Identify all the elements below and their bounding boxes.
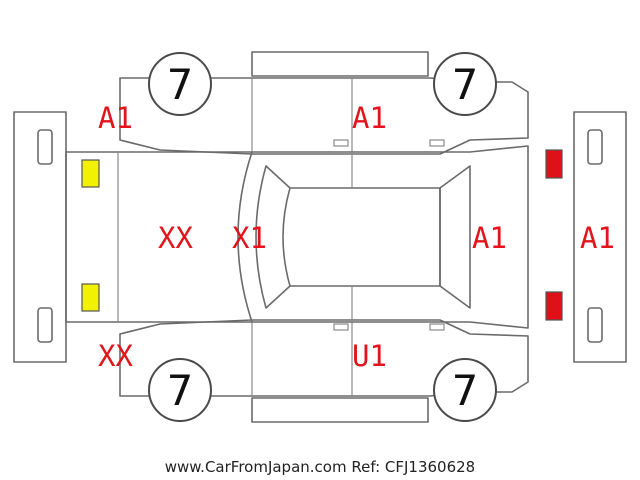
top-view-body: [65, 145, 529, 329]
damage-code-right-door: U1: [352, 339, 387, 373]
tire-front-right: 7: [148, 358, 212, 422]
tire-rear-left: 7: [433, 52, 497, 116]
damage-code-windshield: X1: [232, 221, 267, 255]
front-lamp-lower: [81, 283, 100, 312]
tire-tread-front-right: 7: [167, 366, 194, 415]
front-lamps: [81, 159, 100, 312]
rear-bumper: [573, 111, 627, 363]
damage-code-rear-bumper: A1: [580, 221, 615, 255]
front-bumper: [13, 111, 67, 363]
lower-body-side: [119, 319, 529, 397]
damage-code-front-right-corner: XX: [98, 339, 133, 373]
rear-lamps: [545, 149, 563, 321]
tire-front-left: 7: [148, 52, 212, 116]
rear-lamp-lower: [545, 291, 563, 321]
damage-code-roof-upper: A1: [352, 101, 387, 135]
tire-rear-right: 7: [433, 358, 497, 422]
damage-code-hood: XX: [158, 221, 193, 255]
tire-tread-front-left: 7: [167, 60, 194, 109]
tire-tread-rear-left: 7: [452, 60, 479, 109]
rear-lamp-upper: [545, 149, 563, 179]
damage-code-front-left-fender: A1: [98, 101, 133, 135]
tire-tread-rear-right: 7: [452, 366, 479, 415]
watermark-text: www.CarFromJapan.com Ref: CFJ1360628: [165, 458, 475, 476]
upper-side-strip: [251, 51, 429, 77]
front-lamp-upper: [81, 159, 100, 188]
damage-code-rear-glass: A1: [472, 221, 507, 255]
lower-side-strip: [251, 397, 429, 423]
